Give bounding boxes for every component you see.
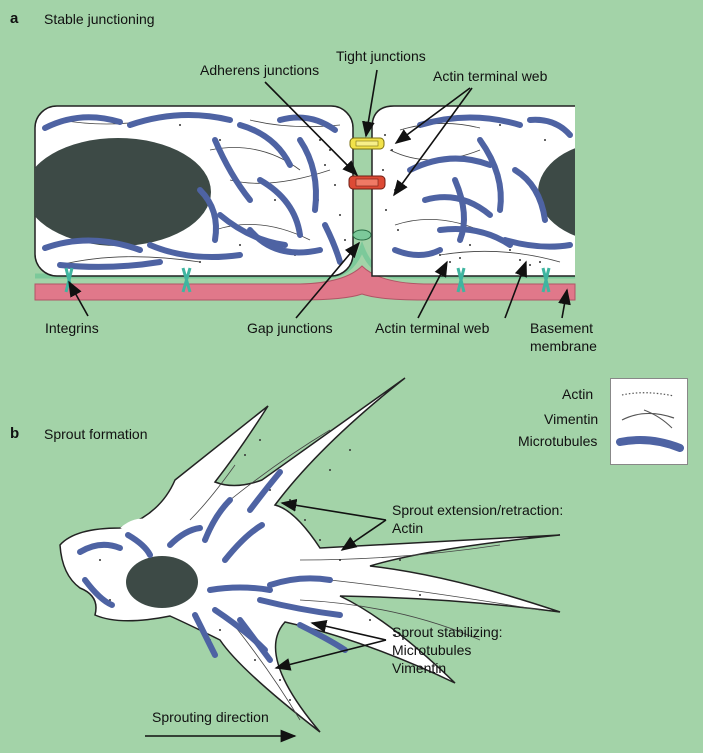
- right-cell: [371, 105, 575, 277]
- right-microtubules: [392, 114, 573, 258]
- panel-b-arrows: [145, 499, 387, 743]
- left-microtubules: [42, 112, 343, 270]
- panel-b-title: Sprout formation: [44, 426, 148, 442]
- gap-junction-shape: [352, 229, 372, 241]
- panel-a-letter: a: [10, 10, 19, 27]
- panel-a-title: Stable junctioning: [44, 11, 155, 27]
- legend-box: [610, 378, 688, 465]
- sprout-nucleus: [126, 556, 198, 608]
- label-actin-terminal-web-top: Actin terminal web: [433, 68, 548, 84]
- label-sprout-extension-actin: Actin: [392, 520, 424, 536]
- label-membrane: membrane: [530, 338, 597, 354]
- left-nucleus: [35, 138, 211, 246]
- sprout-microtubules: [77, 469, 348, 663]
- right-actin: [382, 124, 546, 266]
- panel-a-arrows: [68, 69, 571, 319]
- basement-membrane: [34, 265, 576, 301]
- label-sprout-stabilizing: Sprout stabilizing:: [392, 624, 503, 640]
- label-sprout-stabilizing-vimentin: Vimentin: [392, 660, 447, 676]
- label-actin-terminal-web-bottom: Actin terminal web: [375, 320, 490, 336]
- sprouting-cell: [59, 377, 561, 733]
- label-sprout-stabilizing-microtubules: Microtubules: [392, 642, 472, 658]
- legend-vimentin-label: Vimentin: [544, 411, 599, 427]
- label-adherens-junctions: Adherens junctions: [200, 62, 320, 78]
- right-nucleus: [538, 142, 575, 242]
- label-basement: Basement: [530, 320, 594, 336]
- sprout-vimentin: [189, 429, 541, 721]
- integrin-shapes: [64, 267, 551, 293]
- panel-b-letter: b: [10, 425, 20, 442]
- label-tight-junctions: Tight junctions: [336, 48, 426, 64]
- left-cell: [34, 105, 354, 277]
- label-gap-junctions: Gap junctions: [247, 320, 333, 336]
- legend-microtubules-label: Microtubules: [518, 433, 598, 449]
- label-integrins: Integrins: [45, 320, 99, 336]
- legend-actin-label: Actin: [562, 386, 594, 402]
- label-sprout-extension: Sprout extension/retraction:: [392, 502, 564, 518]
- adherens-junction-shape: [348, 175, 386, 190]
- tight-junction-shape: [349, 137, 385, 150]
- label-sprouting-direction: Sprouting direction: [152, 709, 269, 725]
